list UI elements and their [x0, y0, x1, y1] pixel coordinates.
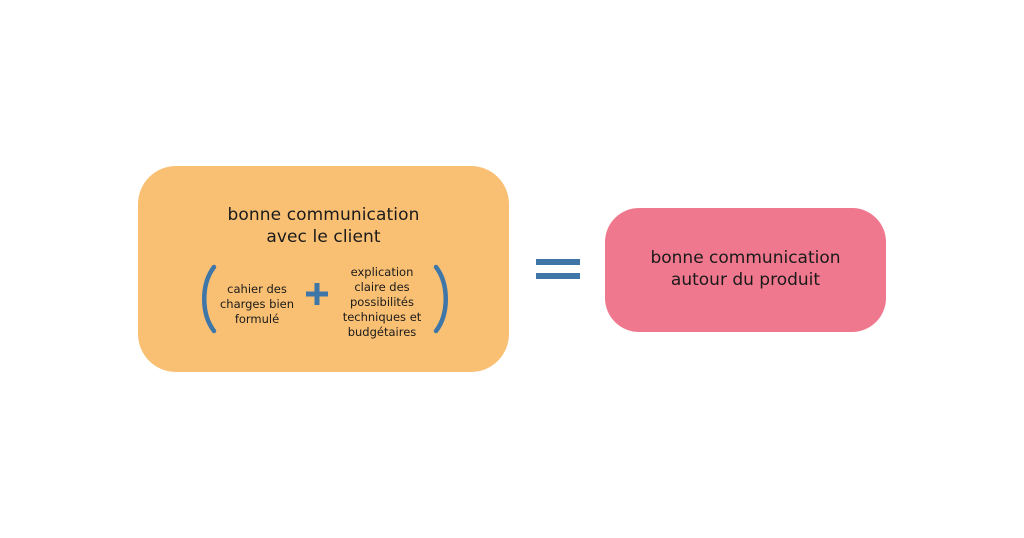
explanation-line-1: explication	[350, 265, 414, 279]
client-communication-box: bonne communication avec le client cahie…	[138, 166, 509, 372]
explanation-line-3: possibilités	[350, 295, 414, 309]
specification-line-2: charges bien	[219, 297, 295, 311]
client-communication-title-line-1: bonne communication	[227, 205, 420, 225]
explanation-line-4: techniques et	[342, 310, 422, 324]
client-communication-title-line-2: avec le client	[266, 227, 381, 247]
left-parenthesis	[198, 264, 218, 334]
client-communication-title: bonne communication avec le client	[138, 204, 509, 248]
specification-item: cahier des charges bien formulé	[212, 282, 302, 327]
explanation-item: explication claire des possibilités tech…	[326, 265, 438, 340]
explanation-line-5: budgétaires	[347, 325, 417, 339]
equals-icon	[536, 259, 580, 281]
product-communication-title: bonne communication autour du produit	[605, 247, 886, 291]
explanation-line-2: claire des	[354, 280, 410, 294]
specification-line-3: formulé	[234, 312, 280, 326]
plus-icon	[304, 279, 330, 309]
right-parenthesis	[432, 264, 452, 334]
product-communication-title-line-2: autour du produit	[670, 270, 821, 290]
specification-line-1: cahier des	[227, 282, 287, 296]
product-communication-title-line-1: bonne communication	[650, 248, 841, 268]
product-communication-box: bonne communication autour du produit	[605, 208, 886, 332]
